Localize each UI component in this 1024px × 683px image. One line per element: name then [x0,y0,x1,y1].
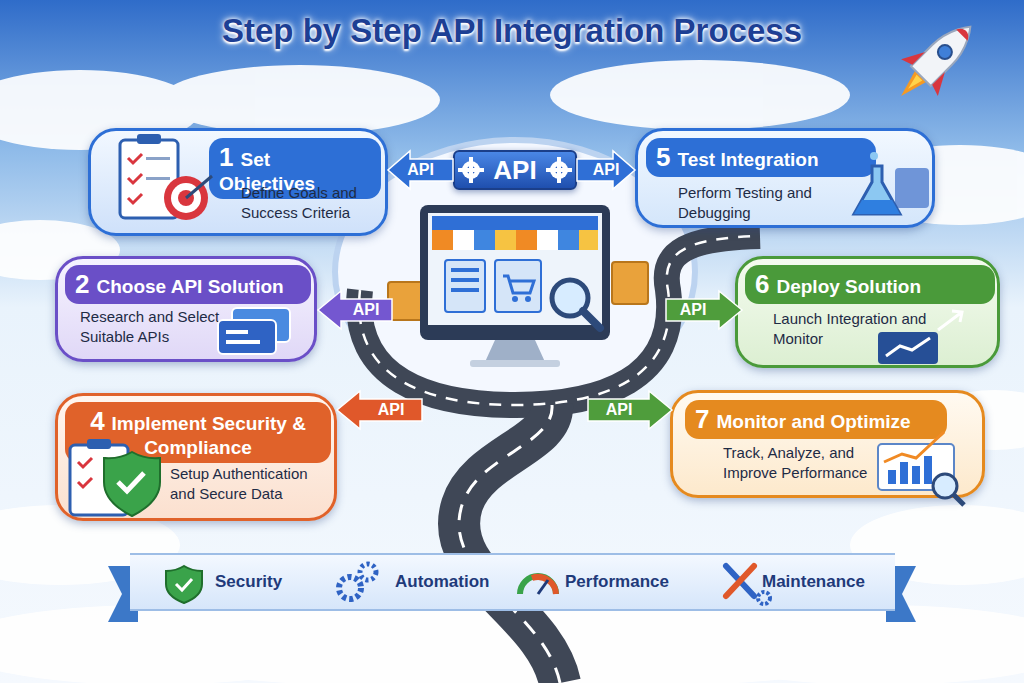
process-box: 7 Monitor and OptimizeTrack, Analyze, and… [670,390,985,498]
store-monitor [558,230,579,250]
feature-label: Performance [565,572,669,592]
step-title: Test Integration [677,149,818,170]
process-box: 4 Implement Security & ComplianceSetup Au… [55,393,337,521]
cloud [550,60,850,130]
store-monitor [388,205,648,367]
process-box: 6 Deploy SolutionLaunch Integration and M… [735,256,1000,368]
step-number: 2 [75,269,89,299]
feature-label: Automation [395,572,489,592]
arrow-label: API [353,301,380,319]
api-arrow [577,151,635,189]
arrow-label: API [378,401,405,419]
rocket [929,72,953,96]
rocket [901,44,925,68]
step-description: Research and Select Suitable APIs [80,307,230,347]
step-body: Setup Authentication and Secure Data [170,464,332,504]
store-monitor [420,205,610,340]
edge-label: API [407,161,434,179]
store-monitor [516,230,537,250]
cloud [680,605,1024,683]
rocket [883,8,989,114]
store-monitor [485,340,545,362]
cloud [0,605,350,683]
api-arrow [388,151,453,189]
layout-arrow [318,291,392,329]
store-monitor [503,276,534,293]
store-monitor [470,360,560,367]
api-hub-box: API [453,150,577,190]
store-monitor [612,262,648,304]
store-monitor [451,288,479,292]
store-monitor [451,278,479,282]
cloud [160,65,440,135]
store-monitor [525,296,531,302]
rocket [956,25,972,41]
step-header: 5 Test Integration [646,138,876,177]
feature-band: Security Automation Performance Maintenance [130,553,895,611]
edge-label: API [593,161,620,179]
store-monitor [432,216,598,230]
store-monitor [474,230,495,250]
step-header: 6 Deploy Solution [745,265,995,304]
store-monitor [583,311,600,328]
road-loop [459,405,560,683]
step-header: 2 Choose API Solution [65,265,311,304]
step-description: Setup Authentication and Secure Data [170,464,332,504]
feature-label: Security [215,572,282,592]
store-monitor [445,260,485,312]
step-header: 4 Implement Security & Compliance [65,402,331,463]
diagram-title: Step by Step API Integration Process [0,12,1024,50]
layout-arrow [337,391,422,429]
hub-label: API [493,155,536,185]
step-body: Perform Testing and Debugging [678,183,853,223]
rocket [911,17,980,86]
step-number: 1 [219,142,233,172]
cloud [0,60,1024,683]
step-body: Define Goals and Success Criteria [241,183,381,223]
road-loop [459,405,560,683]
store-monitor [495,230,516,250]
step-body: Research and Select Suitable APIs [80,307,230,347]
store-monitor [453,230,474,250]
step-body: Track, Analyze, and Improve Performance [723,443,898,483]
step-description: Launch Integration and Monitor [773,309,963,349]
step-number: 5 [656,142,670,172]
rocket [905,75,922,92]
store-monitor [512,296,518,302]
layout-arrow [666,291,742,329]
step-description: Perform Testing and Debugging [678,183,853,223]
step-body: Launch Integration and Monitor [773,309,963,349]
store-monitor [537,230,558,250]
step-header: 7 Monitor and Optimize [685,400,947,439]
store-monitor [495,260,541,312]
step-description: Track, Analyze, and Improve Performance [723,443,898,483]
feature-label: Maintenance [762,572,865,592]
store-monitor [579,230,598,250]
store-monitor [428,213,602,325]
step-number: 4 [90,406,104,436]
process-box: 5 Test IntegrationPerform Testing and Deb… [635,128,935,228]
step-description: Define Goals and Success Criteria [241,183,381,223]
store-monitor [432,230,453,250]
store-monitor [451,268,479,272]
process-box: 1Set ObjectivesDefine Goals and Success … [88,128,388,236]
step-number: 6 [755,269,769,299]
arrow-label: API [680,301,707,319]
arrow-label: API [606,401,633,419]
process-box: 2 Choose API SolutionResearch and Select … [55,256,317,362]
rocket [935,42,955,62]
step-title: Monitor and Optimize [716,411,910,432]
step-number: 7 [695,404,709,434]
layout-arrow [588,391,672,429]
step-title: Deploy Solution [776,276,921,297]
step-title: Choose API Solution [96,276,283,297]
step-title: Implement Security & Compliance [112,413,306,458]
